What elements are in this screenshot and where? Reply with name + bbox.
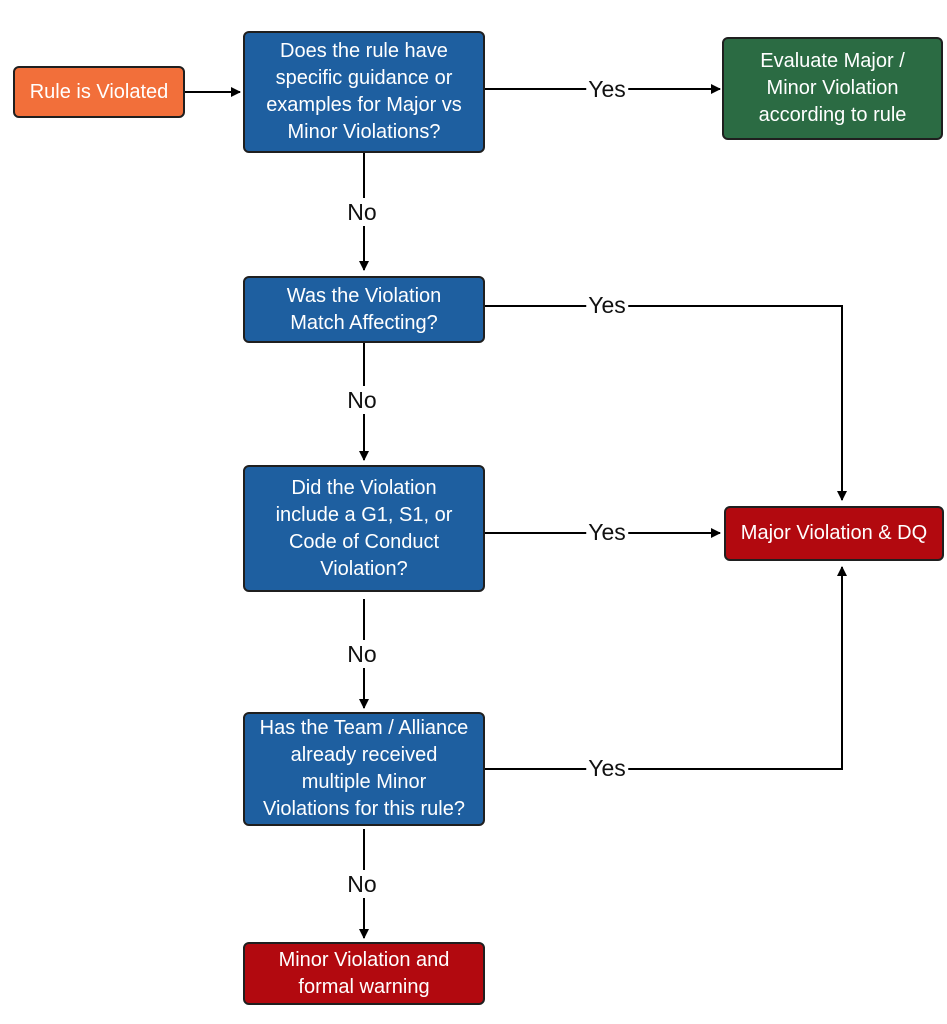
node-multiple-minor-violations-question: Has the Team / Alliance already received…	[243, 712, 485, 826]
edge-label-q4-no: No	[345, 870, 379, 898]
node-minor-violation-warning: Minor Violation and formal warning	[243, 942, 485, 1005]
node-match-affecting-question: Was the Violation Match Affecting?	[243, 276, 485, 343]
edge-q2-yes	[485, 305, 847, 501]
edge-q4-yes	[485, 566, 847, 770]
edge-label-q3-no: No	[345, 640, 379, 668]
edge-label-q4-yes: Yes	[586, 754, 628, 782]
edge-label-q2-no: No	[345, 386, 379, 414]
edge-label-q1-no: No	[345, 198, 379, 226]
edge-label-q3-yes: Yes	[586, 518, 628, 546]
node-rule-violated: Rule is Violated	[13, 66, 185, 118]
node-major-violation-dq: Major Violation & DQ	[724, 506, 944, 561]
edge-label-q2-yes: Yes	[586, 291, 628, 319]
node-specific-guidance-question: Does the rule have specific guidance or …	[243, 31, 485, 153]
node-g1-s1-conduct-question: Did the Violation include a G1, S1, or C…	[243, 465, 485, 592]
edge-label-q1-yes: Yes	[586, 75, 628, 103]
node-evaluate-per-rule: Evaluate Major / Minor Violation accordi…	[722, 37, 943, 140]
